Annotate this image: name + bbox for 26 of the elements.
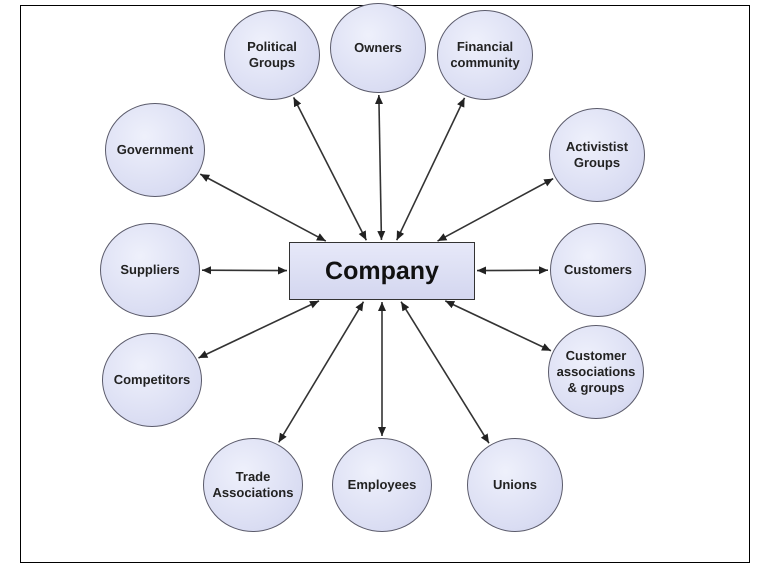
double-arrow [292,97,368,241]
double-arrow [200,173,326,242]
double-arrow [202,266,287,275]
double-arrow [477,266,548,275]
node-label: Unions [492,476,538,494]
double-arrow [400,301,490,444]
node-label: Suppliers [120,262,180,278]
double-arrow [378,302,386,436]
double-arrow [375,94,386,240]
node-label: Government [116,142,194,158]
node-label: Owners [354,40,402,56]
double-arrow [278,301,364,443]
double-arrow [437,178,554,242]
node-label: Political Groups [246,38,298,72]
company-box [289,242,475,300]
node-label: Customer associations & groups [556,348,636,396]
node-label: Financial community [449,38,521,72]
node-label: Company [325,256,439,286]
double-arrow [198,300,320,359]
node-label: Customers [564,262,632,278]
node-label: Employees [348,476,416,494]
node-label: Activistist Groups [564,138,630,172]
node-label: Competitors [114,372,190,388]
node-label: Trade Associations [212,468,294,502]
double-arrow [444,300,552,352]
double-arrow [396,98,466,241]
